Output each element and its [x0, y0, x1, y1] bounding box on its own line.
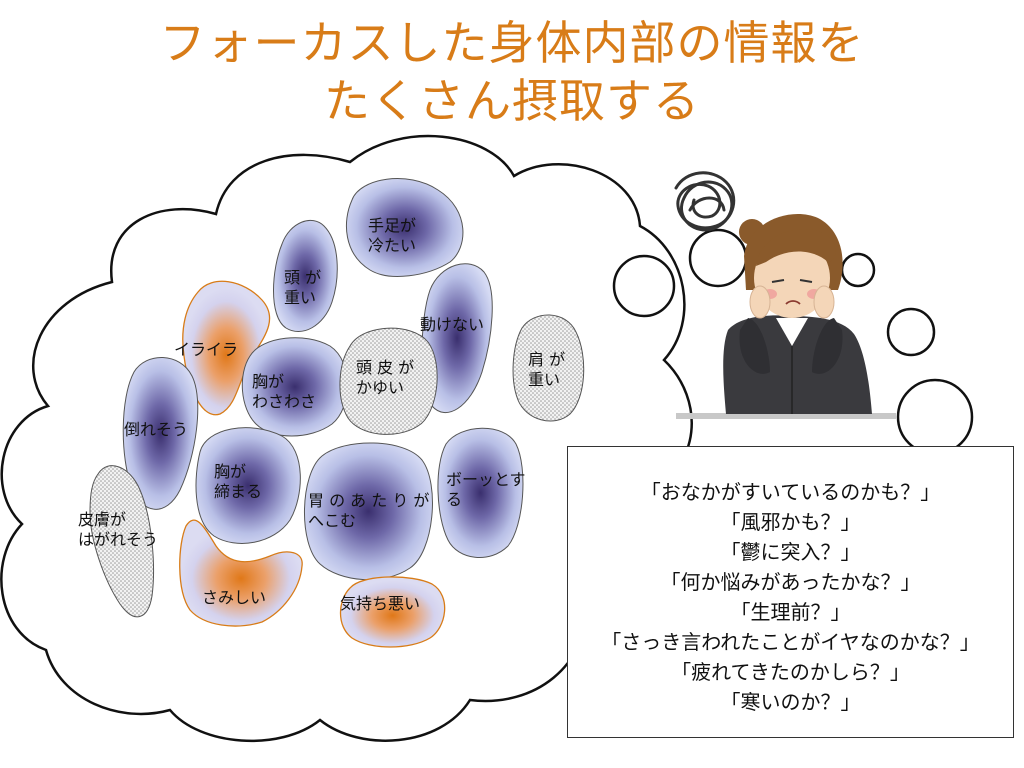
worried-woman-icon	[676, 214, 896, 419]
label-line: 胸が	[252, 372, 285, 391]
label-lonely: さみしい	[202, 588, 266, 608]
label-line: 倒れそう	[124, 420, 189, 439]
label-line: ボーッとす	[446, 470, 526, 489]
blob-shoulder-heavy	[512, 314, 585, 422]
thought-bubble	[896, 378, 974, 456]
label-line: 重い	[284, 288, 317, 307]
label-line: 胸が	[214, 462, 247, 481]
blob-hands-cold	[346, 178, 464, 277]
label-line: イライラ	[174, 340, 239, 359]
question-line: 「何か悩みがあったかな？」	[660, 570, 921, 594]
label-spacing-out: ボーッとす る	[446, 470, 526, 510]
label-line: 手足が	[368, 216, 417, 235]
label-scalp-itchy: 頭 皮 が かゆい	[356, 358, 414, 398]
label-shoulder-heavy: 肩 が 重い	[528, 350, 565, 390]
blob-lonely	[179, 519, 303, 627]
blob-chest-tight	[195, 427, 301, 544]
label-chest-tight: 胸が 締まる	[214, 462, 262, 502]
slide-title: フォーカスした身体内部の情報を たくさん摂取する	[0, 14, 1024, 130]
thought-bubble	[612, 254, 676, 318]
thought-bubble	[886, 307, 936, 357]
thought-bubble	[688, 228, 748, 288]
blob-about-to-collapse	[122, 357, 199, 510]
label-line: 気持ち悪い	[340, 594, 421, 613]
label-line: 頭 が	[284, 268, 322, 287]
question-line: 「鬱に突入？」	[720, 540, 861, 564]
label-line: 胃 の あ た り が	[308, 491, 430, 510]
blob-irritated	[182, 280, 271, 416]
label-line: る	[446, 490, 463, 509]
title-line-1: フォーカスした身体内部の情報を	[159, 16, 865, 70]
label-chest-uneasy: 胸が わさわさ	[252, 372, 316, 412]
blob-scalp-itchy	[339, 327, 438, 435]
label-line: 動けない	[420, 315, 485, 334]
question-line: 「おなかがすいているのかも？」	[640, 480, 941, 504]
label-line: はがれそう	[78, 530, 159, 549]
question-line: 「疲れてきたのかしら？」	[671, 660, 910, 684]
label-line: わさわさ	[252, 392, 317, 411]
thought-bubble	[840, 252, 876, 288]
label-cant-move: 動けない	[420, 315, 484, 335]
question-line: 「寒いのか？」	[720, 690, 861, 714]
question-box: 「おなかがすいているのかも？」 「風邪かも？」 「鬱に突入？」 「何か悩みがあっ…	[567, 446, 1014, 738]
label-line: 皮膚が	[78, 510, 127, 529]
blob-skin-peeling	[89, 465, 154, 618]
label-stomach-hollow: 胃 の あ た り が へこむ	[308, 491, 429, 531]
label-skin-peeling: 皮膚が はがれそう	[78, 510, 158, 550]
blob-chest-uneasy	[241, 337, 348, 437]
label-line: へこむ	[308, 511, 357, 530]
blob-stomach-hollow	[304, 442, 433, 581]
label-line: 冷たい	[368, 236, 417, 255]
label-hands-cold: 手足が 冷たい	[368, 216, 416, 256]
question-line: 「風邪かも？」	[720, 510, 861, 534]
label-irritated: イライラ	[174, 340, 238, 360]
label-line: 肩 が	[528, 350, 566, 369]
blob-nauseous	[339, 576, 446, 648]
label-nauseous: 気持ち悪い	[340, 594, 420, 614]
scribble-cloud-icon	[674, 171, 736, 232]
label-line: 締まる	[214, 482, 263, 501]
blob-head-heavy	[273, 220, 338, 333]
label-line: 重い	[528, 370, 561, 389]
label-line: 頭 皮 が	[356, 358, 415, 377]
blob-spacing-out	[437, 427, 524, 558]
title-line-2: たくさん摂取する	[324, 74, 700, 128]
question-line: 「生理前？」	[730, 600, 851, 624]
question-line: 「さっき言われたことがイヤなのかな？」	[601, 630, 980, 654]
label-line: かゆい	[356, 378, 405, 397]
label-about-to-collapse: 倒れそう	[124, 420, 188, 440]
label-line: さみしい	[202, 588, 267, 607]
label-head-heavy: 頭 が 重い	[284, 268, 321, 308]
